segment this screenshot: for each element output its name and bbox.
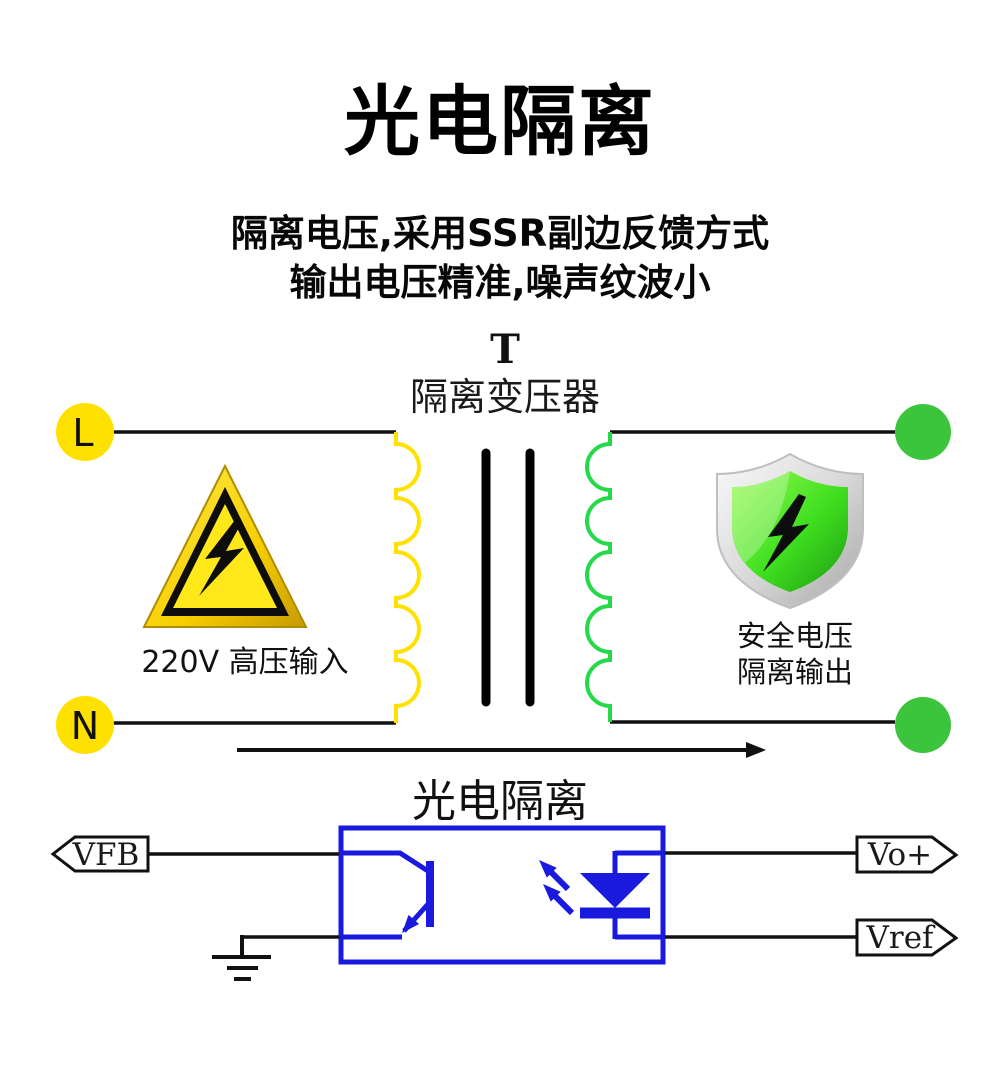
light-emission-arrows [539, 860, 575, 916]
optocoupler-label: 光电隔离 [412, 776, 588, 827]
terminal-live [56, 403, 114, 461]
output-caption-line1: 安全电压 [737, 619, 853, 653]
terminal-output-top [895, 404, 951, 460]
page-title: 光电隔离 [344, 77, 656, 166]
vfb-pin-label: VFB [72, 837, 140, 873]
terminal-neutral [56, 696, 114, 754]
secondary-coil [585, 432, 612, 722]
input-caption: 220V 高压输入 [141, 645, 348, 680]
triangle-lightning-bolt [199, 520, 244, 596]
terminal-output-bottom [895, 697, 951, 753]
primary-coil [394, 432, 421, 723]
vo-pin-flag [855, 835, 959, 874]
emitter-arrowhead [402, 914, 420, 933]
shield-lightning-bolt [763, 494, 809, 572]
terminal-live-label: L [72, 411, 93, 455]
high-voltage-warning-icon [142, 463, 308, 628]
terminal-neutral-label: N [71, 704, 99, 748]
phototransistor [341, 850, 434, 940]
safety-shield-icon [716, 452, 864, 610]
output-caption-line2: 隔离输出 [737, 655, 853, 689]
led-diode [580, 850, 661, 940]
transformer-symbol: T [490, 326, 520, 373]
vref-pin-label: Vref [865, 920, 936, 956]
subtitle-line-2: 输出电压精准,噪声纹波小 [289, 261, 711, 304]
ground-symbol [212, 935, 339, 981]
optocoupler-box [338, 825, 666, 965]
vfb-pin-flag [50, 835, 150, 873]
power-flow-arrow [237, 742, 766, 758]
transformer-label: 隔离变压器 [410, 375, 600, 419]
vo-pin-label: Vo+ [867, 837, 932, 873]
subtitle-line-1: 隔离电压,采用SSR副边反馈方式 [230, 212, 770, 255]
vref-pin-flag [855, 918, 959, 957]
